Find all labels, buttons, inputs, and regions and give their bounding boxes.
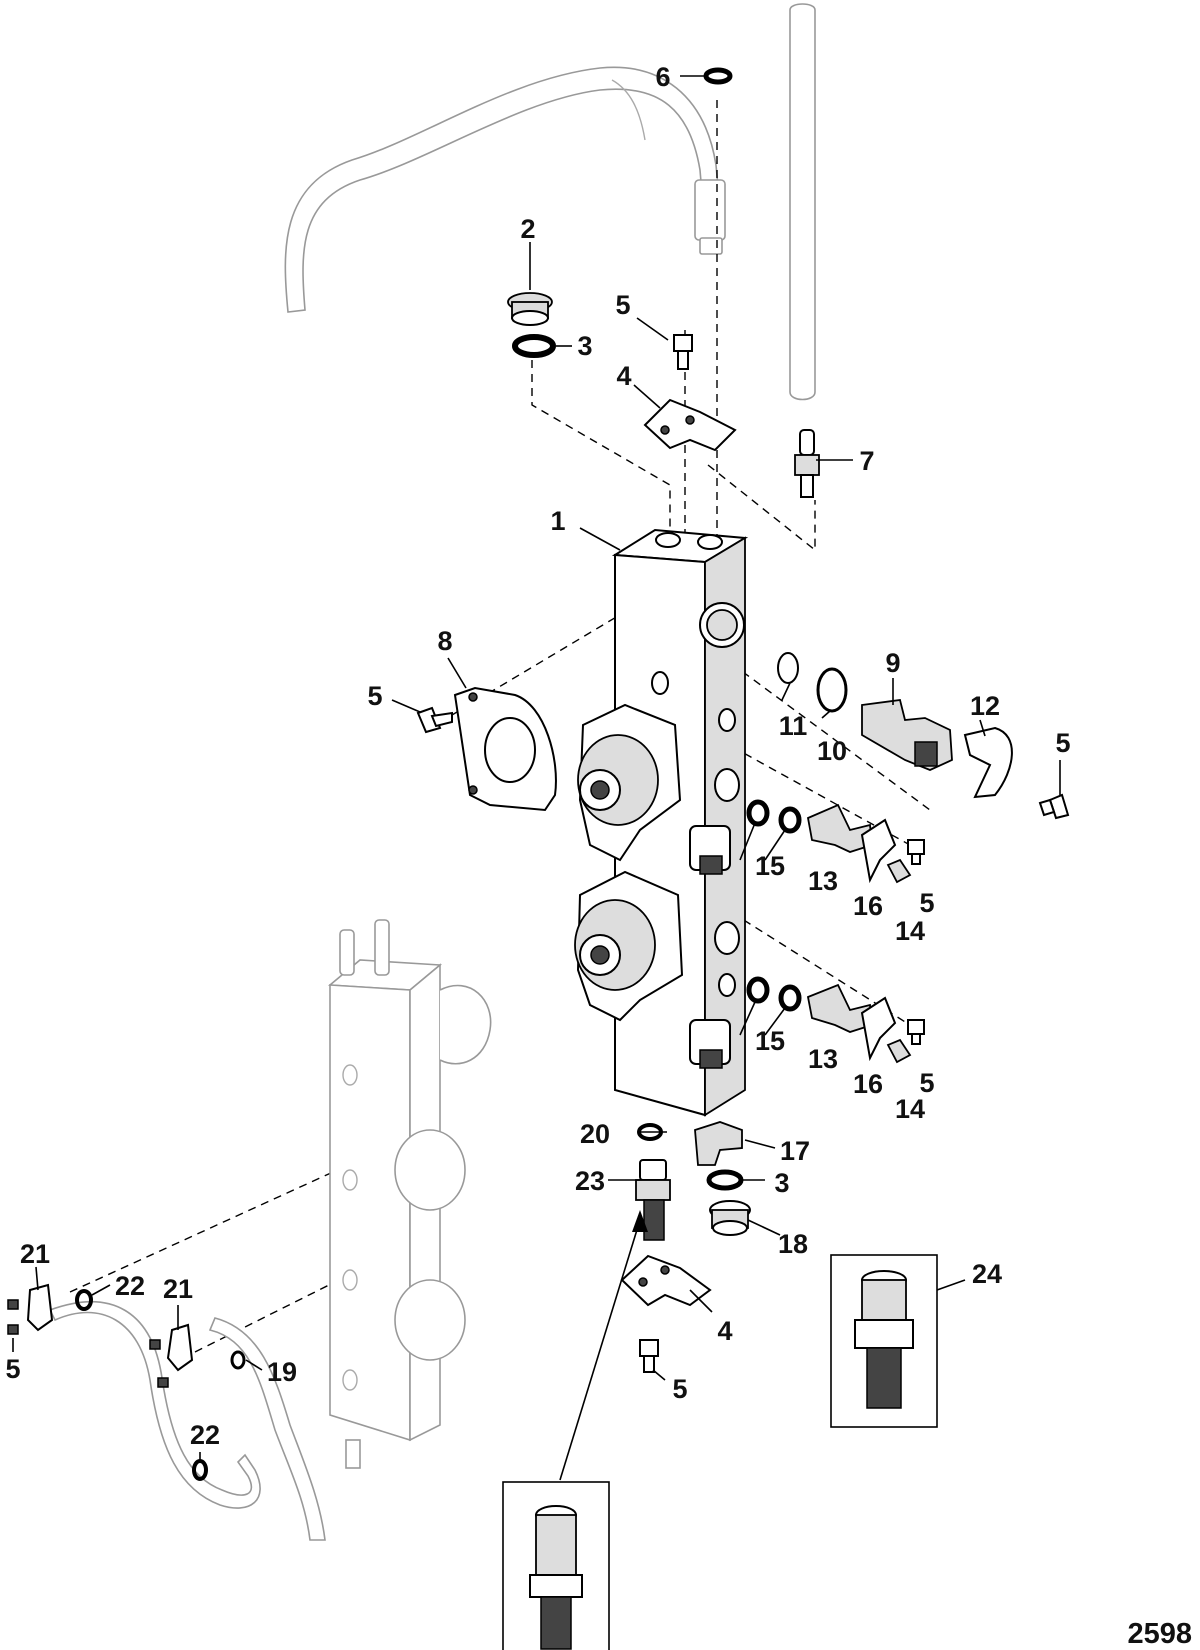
callout-leaders: [12, 75, 1061, 1462]
o-ring-22-upper: [75, 1289, 93, 1311]
fuel-line-left: [48, 1301, 326, 1541]
o-ring-small-top: [703, 67, 733, 85]
callout-3-top: 3: [577, 331, 592, 361]
o-rings-15-lower: [746, 976, 802, 1012]
schrader-valve-lower: [806, 983, 873, 1033]
callout-5-lower-valve: 5: [919, 1068, 934, 1098]
callout-13-upper: 13: [808, 866, 838, 896]
fitting-23: [635, 1159, 671, 1241]
callout-9: 9: [885, 648, 900, 678]
screw-bottom: [639, 1339, 659, 1373]
cap-14-upper: [886, 858, 912, 884]
screw-gasket: [416, 706, 453, 734]
callout-5-upper-valve: 5: [919, 888, 934, 918]
callout-24: 24: [972, 1259, 1002, 1289]
fuel-injector: [861, 699, 953, 771]
callout-22-upper: 22: [115, 1271, 145, 1301]
plug-part: [507, 292, 553, 326]
callout-labels: 1 2 3 6 5 4 7 8 5 9 11 10 12 5 15 13 5 1…: [5, 62, 1070, 1450]
valve-bracket-lower: [860, 996, 897, 1062]
detail-box-fitting-23: [502, 1481, 610, 1650]
o-ring-10: [816, 667, 848, 713]
fuel-pressure-regulator-lower: [574, 870, 684, 1022]
callout-10: 10: [817, 736, 847, 766]
fuel-rail-ghost-assembly: [327, 919, 492, 1469]
fuel-hose-top: [284, 66, 726, 313]
callout-12: 12: [970, 691, 1000, 721]
hose-barb-fitting: [794, 429, 820, 498]
retainer-bracket-bottom: [620, 1254, 712, 1307]
o-ring-3-lower: [706, 1169, 744, 1191]
callout-2: 2: [520, 214, 535, 244]
screw-top: [673, 334, 693, 370]
callout-4-bottom: 4: [717, 1316, 732, 1346]
callout-14-lower: 14: [895, 1094, 925, 1124]
callout-5-top: 5: [615, 290, 630, 320]
callout-16-upper: 16: [853, 891, 883, 921]
callout-11: 11: [779, 711, 808, 741]
callout-21-left: 21: [20, 1239, 50, 1269]
callout-22-lower: 22: [190, 1420, 220, 1450]
o-ring-top: [512, 334, 556, 358]
elbow-fitting-17: [694, 1121, 743, 1166]
callout-15-lower: 15: [755, 1026, 785, 1056]
fuel-pressure-regulator-upper: [577, 703, 682, 862]
plug-18: [709, 1200, 751, 1236]
rail-sensor-lower: [689, 1019, 731, 1069]
gasket-plate: [453, 686, 557, 812]
clamp-21-right: [149, 1323, 194, 1388]
callout-16-lower: 16: [853, 1069, 883, 1099]
callout-13-lower: 13: [808, 1044, 838, 1074]
arrow-to-detail: [559, 1210, 648, 1481]
callout-8: 8: [437, 626, 452, 656]
vent-hose-vertical: [789, 3, 816, 401]
injector-clip-12: [963, 726, 1013, 799]
valve-bracket-upper: [860, 818, 897, 884]
callout-20: 20: [580, 1119, 610, 1149]
callout-5-bottom: 5: [672, 1374, 687, 1404]
screw-upper-valve: [907, 839, 925, 865]
screw-right: [1038, 793, 1070, 820]
rail-sensor-upper: [689, 825, 731, 875]
callout-21-right: 21: [163, 1274, 193, 1304]
callout-4-top: 4: [616, 361, 631, 391]
o-ring-19: [230, 1350, 246, 1370]
figure-number: 2598: [1127, 1618, 1192, 1650]
clamp-21-left: [7, 1283, 54, 1335]
callout-18: 18: [778, 1229, 808, 1259]
detail-box-fitting-24: [830, 1254, 938, 1428]
cap-14-lower: [886, 1038, 912, 1064]
callout-17: 17: [780, 1136, 810, 1166]
callout-6: 6: [655, 62, 670, 92]
screw-lower-valve: [907, 1019, 925, 1045]
callout-3-lower: 3: [774, 1168, 789, 1198]
callout-5-left: 5: [5, 1354, 20, 1384]
retainer-bracket-top: [643, 398, 737, 452]
callout-5-right: 5: [1055, 728, 1070, 758]
callout-23: 23: [575, 1166, 605, 1196]
callout-1: 1: [550, 506, 565, 536]
callout-7: 7: [859, 446, 874, 476]
callout-5-gasket: 5: [367, 681, 382, 711]
schrader-valve-upper: [806, 803, 873, 853]
callout-19: 19: [267, 1357, 297, 1387]
callout-14-upper: 14: [895, 916, 925, 946]
o-rings-15-upper: [746, 799, 802, 834]
o-ring-11: [777, 652, 799, 684]
callout-15-upper: 15: [755, 851, 785, 881]
